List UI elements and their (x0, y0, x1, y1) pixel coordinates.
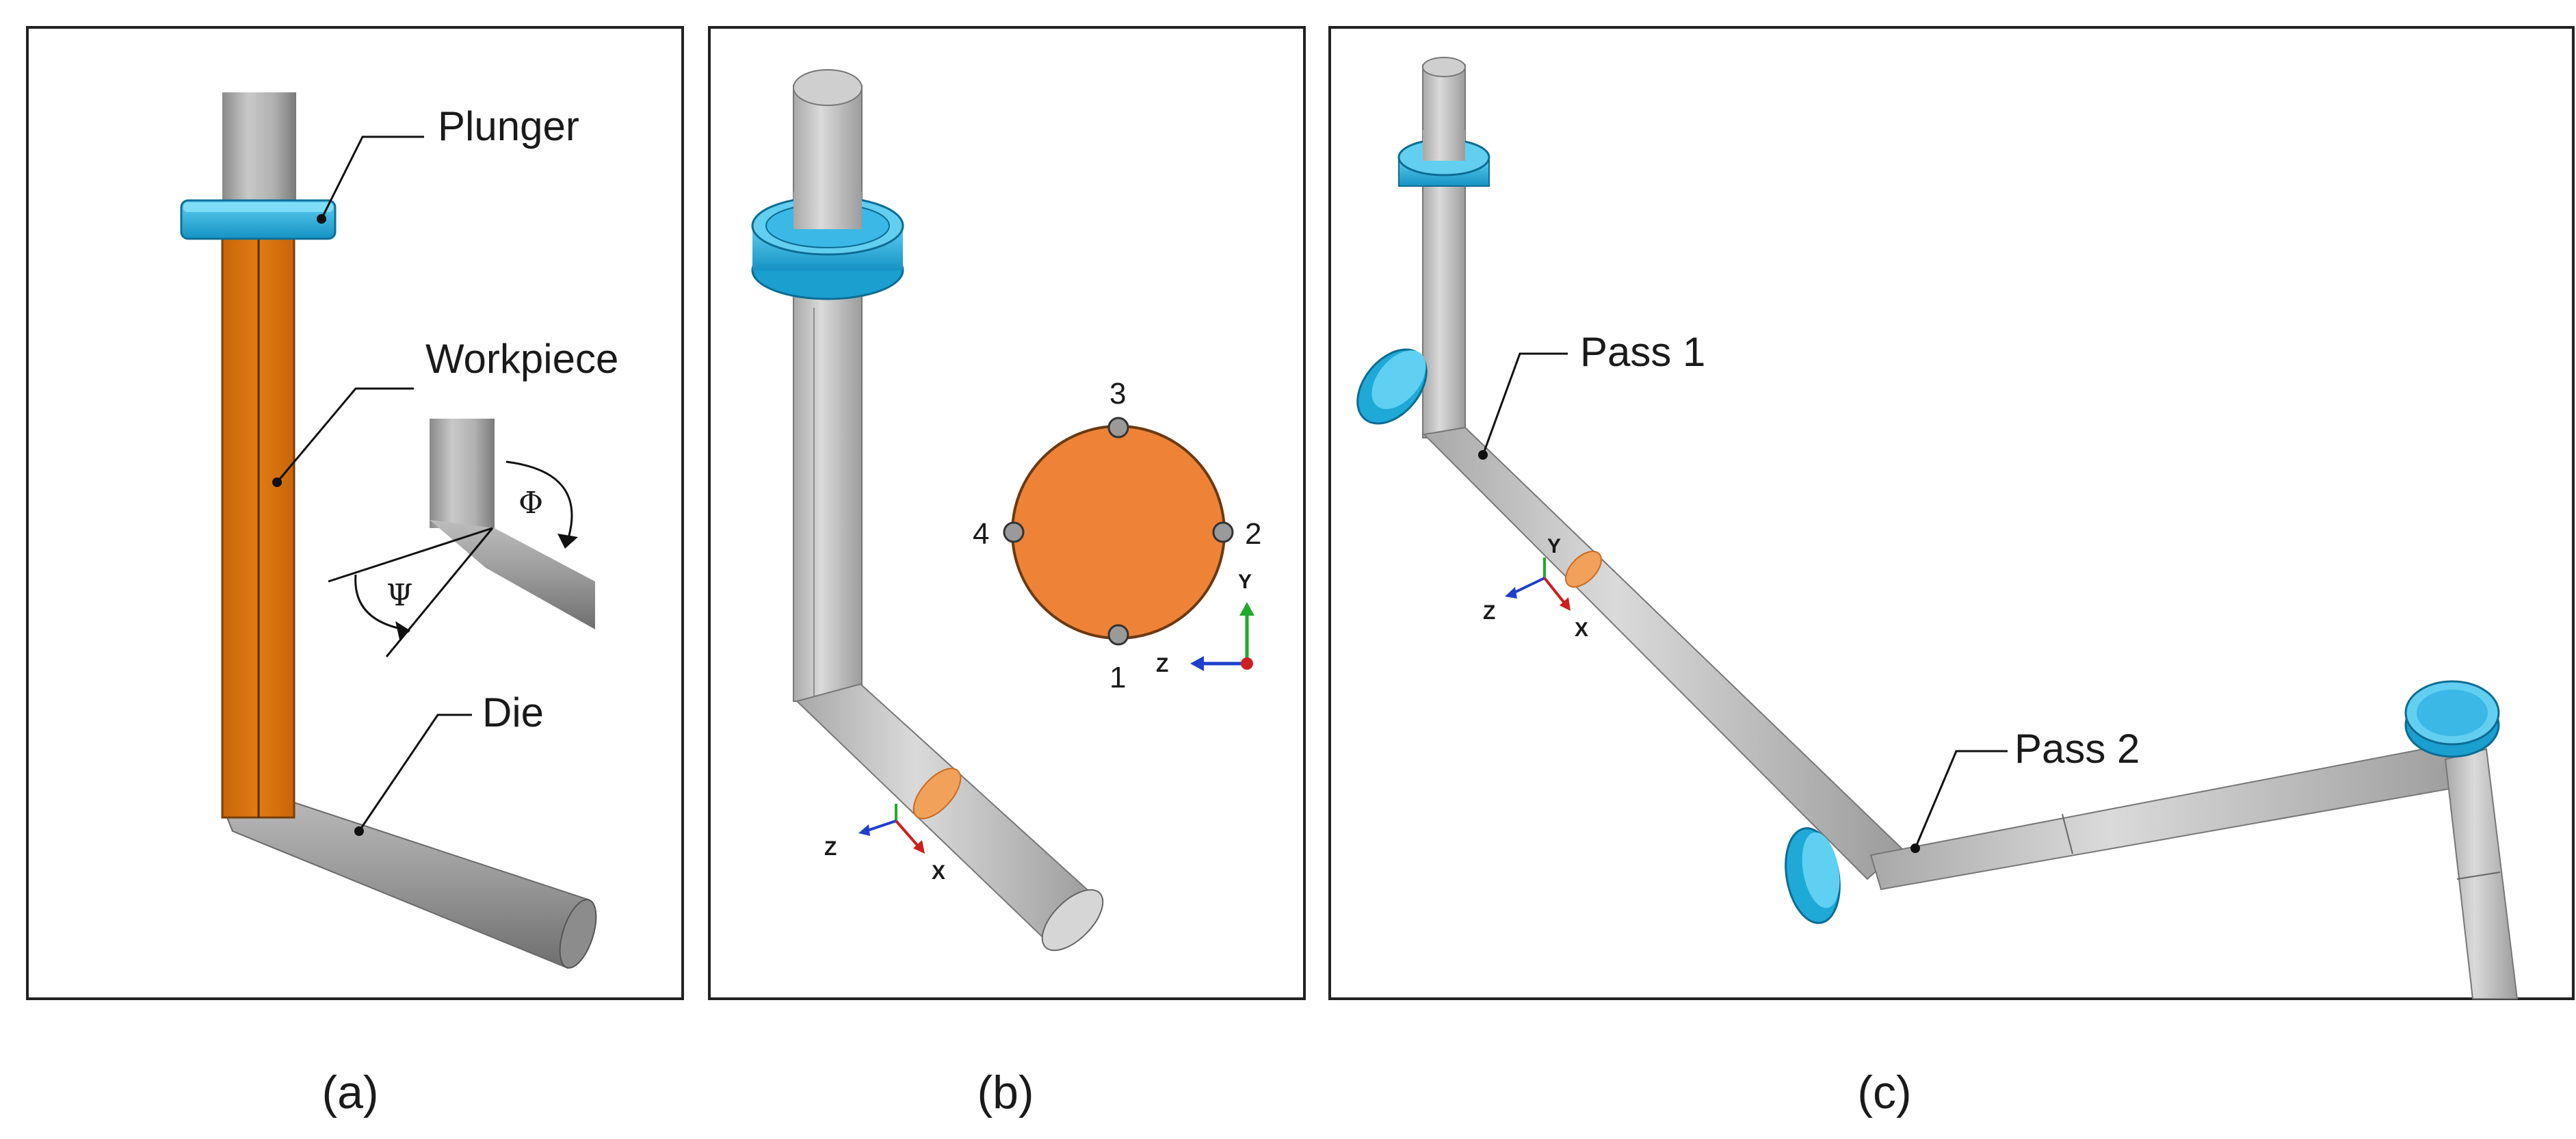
c-ring-bend-face (1802, 832, 1840, 908)
panel-b: 1 2 3 4 Y Z Z X (b) (708, 26, 1306, 1118)
c-axis-y: Y (1547, 535, 1561, 558)
leader-plunger-dot (317, 214, 326, 224)
inset-angle-diagram: Φ Ψ (328, 419, 595, 657)
phi-arrow (557, 534, 578, 549)
caption-a: (a) (321, 1066, 378, 1118)
c-pass2-joint (2062, 813, 2073, 854)
leader-workpiece-dot (272, 477, 282, 487)
label-die: Die (482, 690, 544, 735)
plunger-ring-top (183, 202, 333, 212)
b-pipe-through-ring (793, 192, 862, 229)
leader-pass2 (1914, 750, 2008, 849)
c-ring-left-face (1371, 350, 1426, 409)
inset-bend-pipe (430, 520, 595, 629)
b-point-3 (1107, 417, 1129, 438)
panel-a: Plunger Workpiece Die Φ Ψ (a) (26, 26, 684, 1118)
die-top-segment (222, 92, 296, 209)
leader-pass1-dot (1478, 450, 1488, 460)
c-pipe-through-ring (1423, 130, 1465, 161)
caption-b: (b) (977, 1066, 1034, 1118)
b-point-4 (1003, 521, 1025, 543)
leader-pass2-dot (1910, 843, 1920, 853)
c-section-pass1 (1565, 551, 1602, 588)
c-triad: Y Z X (1483, 535, 1588, 641)
b-section-disc (1011, 425, 1226, 640)
inset-ref-line-1 (328, 527, 493, 583)
label-phi: Φ (518, 486, 543, 521)
inset-vertical-pipe (430, 419, 495, 528)
b-triad-disc: Y Z (1156, 571, 1254, 677)
b-vertical-pipe (793, 85, 863, 702)
label-psi: Ψ (386, 578, 413, 613)
b-point-2 (1212, 521, 1234, 543)
c-vertical-pipe (1422, 64, 1466, 438)
c-down-joint (2456, 872, 2501, 880)
b-pipe-top (793, 69, 863, 106)
c-pass1-pipe (1422, 426, 1903, 880)
b-axis-z-pipe: Z (824, 837, 837, 860)
caption-c: (c) (1857, 1066, 1911, 1118)
label-plunger: Plunger (438, 103, 579, 149)
c-pipe-top (1422, 57, 1466, 77)
b-axis-y-disc: Y (1238, 571, 1252, 593)
psi-arrow (395, 621, 410, 640)
c-axis-z: Z (1483, 601, 1495, 624)
b-bent-pipe-end (1041, 889, 1104, 952)
leader-die-dot (354, 826, 364, 836)
b-axis-z-disc: Z (1156, 654, 1168, 677)
leader-die (358, 713, 472, 832)
b-axis-x-pipe: X (932, 861, 945, 884)
psi-arc (354, 574, 404, 631)
b-cross-section (912, 768, 962, 820)
b-point-1 (1107, 624, 1129, 646)
leader-pass1 (1482, 352, 1568, 456)
leader-workpiece (276, 387, 414, 483)
leader-plunger (320, 135, 424, 220)
panel-c: Pass 1 Pass 2 Y Z X (c) (1328, 26, 2575, 1118)
b-label-4: 4 (973, 517, 989, 551)
b-triad-pipe: Z X (824, 804, 945, 884)
c-ring-right-inner (2417, 690, 2488, 736)
c-axis-x: X (1575, 618, 1588, 641)
b-label-3: 3 (1109, 377, 1126, 410)
label-pass2: Pass 2 (2014, 726, 2140, 772)
phi-arc (505, 460, 573, 541)
b-label-2: 2 (1245, 517, 1261, 551)
label-workpiece: Workpiece (425, 336, 618, 382)
label-pass1: Pass 1 (1580, 329, 1705, 375)
die-exit-end (559, 899, 597, 969)
b-label-1: 1 (1109, 661, 1126, 694)
